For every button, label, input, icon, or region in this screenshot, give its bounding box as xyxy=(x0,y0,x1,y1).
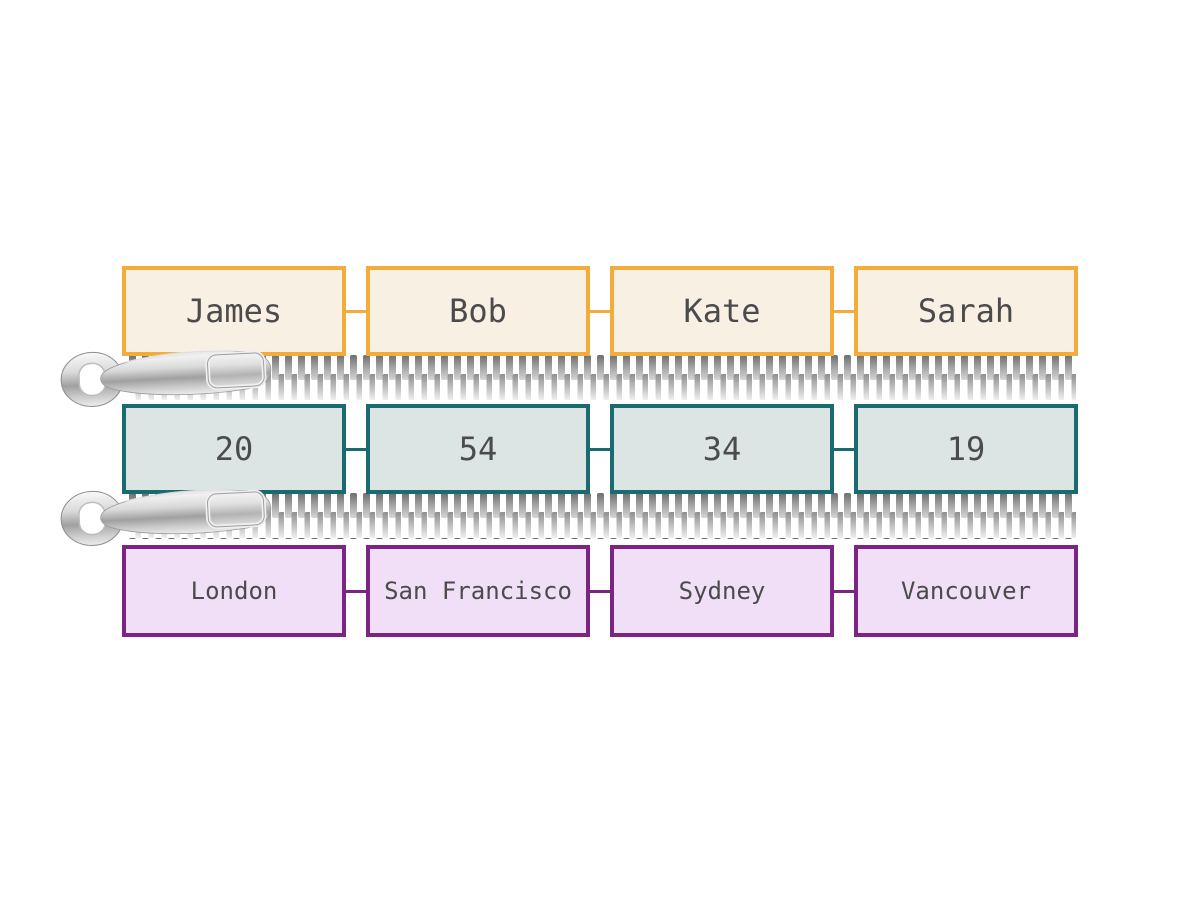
connector-line xyxy=(834,447,854,451)
connector-line xyxy=(346,447,366,451)
connector-line xyxy=(590,447,610,451)
connector-line xyxy=(590,589,610,593)
box-label: 34 xyxy=(702,430,742,468)
zipper-teeth-icon xyxy=(128,493,1076,539)
cities-box: London xyxy=(122,545,346,637)
connector-line xyxy=(346,309,366,313)
zipper-pull-icon xyxy=(60,350,272,407)
box-label: Bob xyxy=(449,292,507,330)
box-label: 54 xyxy=(458,430,498,468)
names-box: James xyxy=(122,266,346,356)
box-label: Sarah xyxy=(917,292,1015,330)
ages-box: 34 xyxy=(610,404,834,494)
connector-line xyxy=(346,589,366,593)
names-box: Kate xyxy=(610,266,834,356)
ages-box: 19 xyxy=(854,404,1078,494)
box-label: 20 xyxy=(214,430,254,468)
box-label: Kate xyxy=(683,292,761,330)
box-label: London xyxy=(190,577,278,605)
names-box: Sarah xyxy=(854,266,1078,356)
names-box: Bob xyxy=(366,266,590,356)
cities-box: Vancouver xyxy=(854,545,1078,637)
connector-line xyxy=(834,589,854,593)
ages-box: 54 xyxy=(366,404,590,494)
box-label: Vancouver xyxy=(900,577,1032,605)
connector-line xyxy=(834,309,854,313)
box-label: San Francisco xyxy=(384,577,572,605)
zipper-teeth-icon xyxy=(128,355,1076,400)
connector-line xyxy=(590,309,610,313)
row-cities: London San Francisco Sydney Vancouver xyxy=(122,545,1078,637)
cities-box: San Francisco xyxy=(366,545,590,637)
row-ages: 20 54 34 19 xyxy=(122,404,1078,494)
box-label: James xyxy=(185,292,283,330)
zipper-pull-icon xyxy=(60,489,272,546)
box-label: Sydney xyxy=(678,577,766,605)
box-label: 19 xyxy=(946,430,986,468)
row-names: James Bob Kate Sarah xyxy=(122,266,1078,356)
cities-box: Sydney xyxy=(610,545,834,637)
